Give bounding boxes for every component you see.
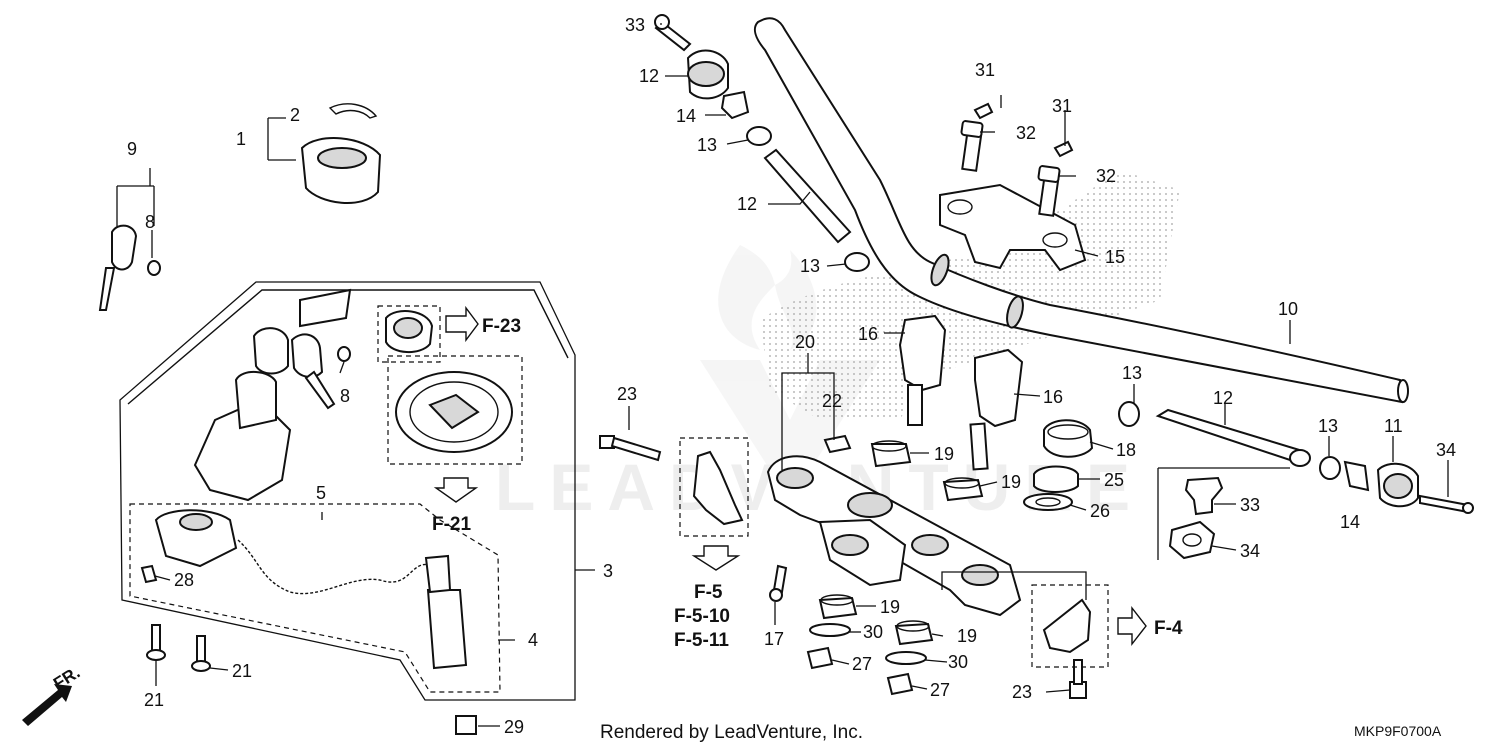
ref-arrows: [433, 305, 1147, 647]
right-bar-end-parts: [1118, 401, 1474, 514]
callout-19-a: 19: [934, 444, 954, 464]
callout-31-a: 31: [975, 60, 995, 80]
assembly-outline: [119, 281, 576, 701]
callout-33: 33: [1240, 495, 1260, 515]
callout-8-a: 8: [145, 212, 155, 232]
callout-14-left: 14: [676, 106, 696, 126]
grommet-29: [455, 715, 477, 735]
callout-20: 20: [795, 332, 815, 352]
callout-17: 17: [764, 629, 784, 649]
handlebar-upper-holder: [939, 183, 1087, 272]
top-bridge: [766, 434, 1022, 617]
callout-30-b: 30: [948, 652, 968, 672]
callout-15: 15: [1105, 247, 1125, 267]
fuel-cap-ref: [377, 305, 523, 465]
callout-25: 25: [1104, 470, 1124, 490]
key-set: [98, 185, 161, 311]
callout-32-b: 32: [1096, 166, 1116, 186]
callout-13-d: 13: [1318, 416, 1338, 436]
callout-21-b: 21: [232, 661, 252, 681]
callout-21-a: 21: [144, 690, 164, 710]
ref-f4: F-4: [1154, 618, 1183, 639]
screws-21-28: [140, 564, 211, 672]
callout-18: 18: [1116, 440, 1136, 460]
callout-16-b: 16: [1043, 387, 1063, 407]
callout-27-a: 27: [852, 654, 872, 674]
callout-26: 26: [1090, 501, 1110, 521]
callout-13-a: 13: [697, 135, 717, 155]
callout-19-d: 19: [957, 626, 977, 646]
front-indicator-label: FR.: [50, 663, 83, 694]
callout-13-b: 13: [800, 256, 820, 276]
handlebar-pipe: [753, 17, 1409, 404]
switch-subassembly-outline: [129, 503, 501, 693]
callout-31-b: 31: [1052, 96, 1072, 116]
ref-f5-10: F-5-10: [674, 606, 730, 627]
callout-numbers: 33 12 14 13 12 13 31 32 31 32 15 10 16 1…: [127, 15, 1456, 737]
callout-16-a: 16: [858, 324, 878, 344]
stem-nut-parts: [1023, 419, 1094, 511]
switch-cover: [267, 103, 382, 204]
callout-13-c: 13: [1122, 363, 1142, 383]
callout-22: 22: [822, 391, 842, 411]
callout-8-b: 8: [340, 386, 350, 406]
ref-f5: F-5: [694, 582, 723, 603]
callout-19-c: 19: [880, 597, 900, 617]
callout-23-top: 23: [617, 384, 637, 404]
diagram-code: MKP9F0700A: [1354, 723, 1442, 739]
upper-rubbers: [870, 440, 984, 502]
callout-19-b: 19: [1001, 472, 1021, 492]
front-arrow: FR.: [22, 663, 83, 726]
callout-11-right: 11: [1384, 416, 1403, 436]
callout-11-left: 12: [639, 66, 659, 86]
ref-f23: F-23: [482, 316, 521, 337]
lower-mount-parts: [769, 564, 934, 696]
clamp-bracket: [679, 437, 749, 537]
callout-34: 34: [1240, 541, 1260, 561]
section-references: F-23 F-21 F-5 F-5-10 F-5-11 F-4: [432, 316, 1183, 651]
callout-27-b: 27: [930, 680, 950, 700]
callout-23-bottom: 23: [1012, 682, 1032, 702]
callout-32-a: 32: [1016, 123, 1036, 143]
callout-10: 10: [1278, 299, 1298, 319]
bolts-23: [599, 435, 1087, 699]
callout-30-a: 30: [863, 622, 883, 642]
callout-24-left: 33: [625, 15, 645, 35]
callout-14-right: 14: [1340, 512, 1360, 532]
lower-holders: [898, 314, 1024, 471]
callout-2: 2: [290, 105, 300, 125]
callout-24-right: 34: [1436, 440, 1456, 460]
callout-5: 5: [316, 483, 326, 503]
callout-1: 1: [236, 129, 246, 149]
bracket-f4: [1031, 584, 1109, 668]
callout-12-right: 12: [1213, 388, 1233, 408]
nut-and-collar: [1157, 467, 1290, 560]
callout-4: 4: [528, 630, 538, 650]
footer-credit: Rendered by LeadVenture, Inc.: [600, 722, 863, 743]
holder-bolts: [960, 102, 1074, 217]
callout-9: 9: [127, 139, 137, 159]
ignition-switch: [193, 288, 352, 502]
callout-28: 28: [174, 570, 194, 590]
callout-29: 29: [504, 717, 524, 737]
ref-f21: F-21: [432, 514, 472, 535]
ref-f5-11: F-5-11: [674, 630, 729, 651]
leader-lines: [149, 23, 1449, 727]
callout-12-left: 12: [737, 194, 757, 214]
callout-3: 3: [603, 561, 613, 581]
switch-unit-and-harness: [154, 509, 468, 670]
